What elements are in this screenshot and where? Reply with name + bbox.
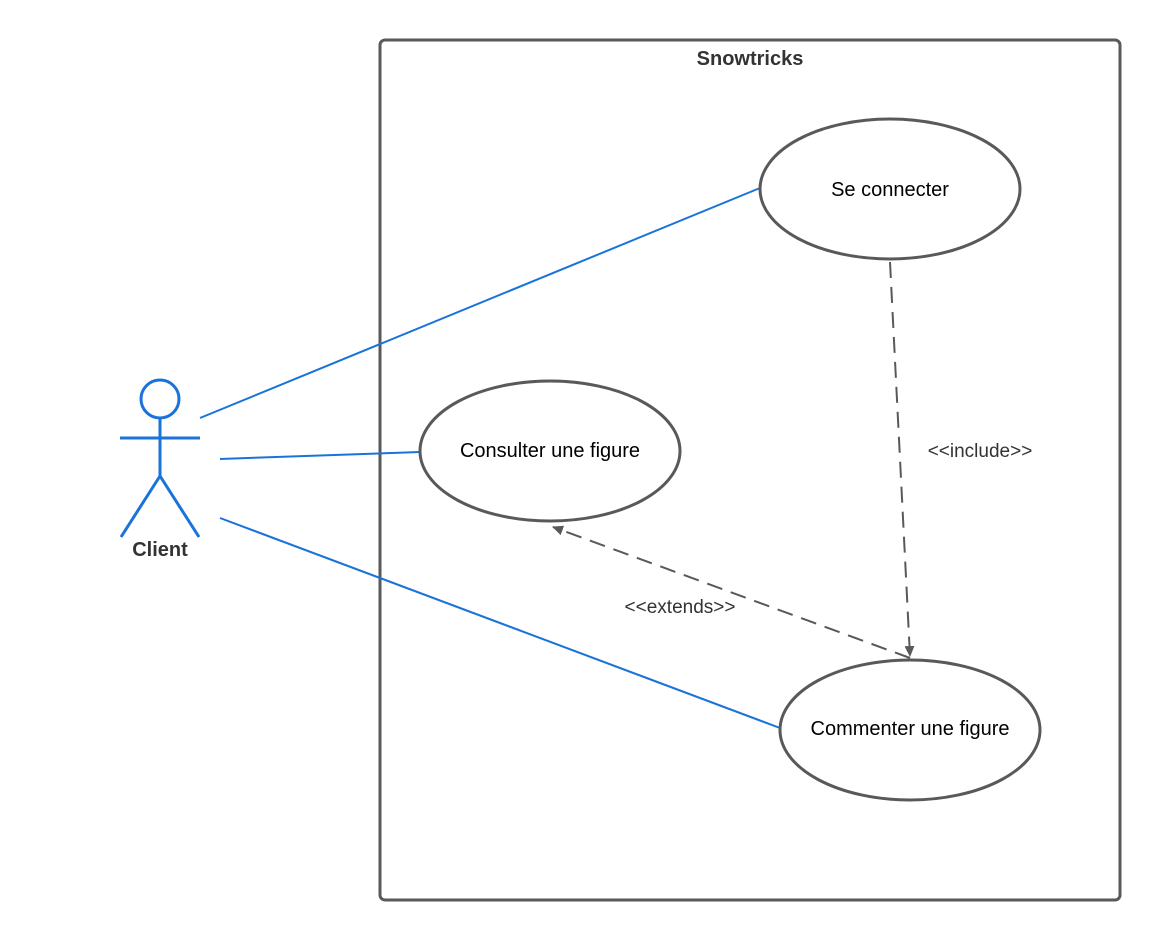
extends-label: <<extends>>: [625, 597, 736, 618]
use-case-se-connecter[interactable]: Se connecter: [758, 117, 1022, 261]
use-case-commenter-figure[interactable]: Commenter une figure: [778, 658, 1042, 802]
include-dependency-arrow: [889, 261, 915, 657]
stick-figure-icon: [119, 378, 201, 538]
use-case-consulter-figure[interactable]: Consulter une figure: [418, 379, 682, 523]
extends-dependency-arrow: [552, 525, 911, 659]
system-title: Snowtricks: [697, 48, 804, 70]
actor-client[interactable]: Client: [119, 378, 201, 561]
use-case-label-se-connecter: Se connecter: [831, 179, 949, 201]
actor-name: Client: [132, 539, 188, 561]
include-label: <<include>>: [928, 441, 1033, 462]
use-case-label-commenter-figure: Commenter une figure: [811, 718, 1010, 740]
association-consulter-figure: [219, 451, 421, 460]
association-commenter-figure: [219, 517, 781, 729]
use-case-label-consulter-figure: Consulter une figure: [460, 440, 640, 462]
association-se-connecter: [199, 187, 761, 419]
